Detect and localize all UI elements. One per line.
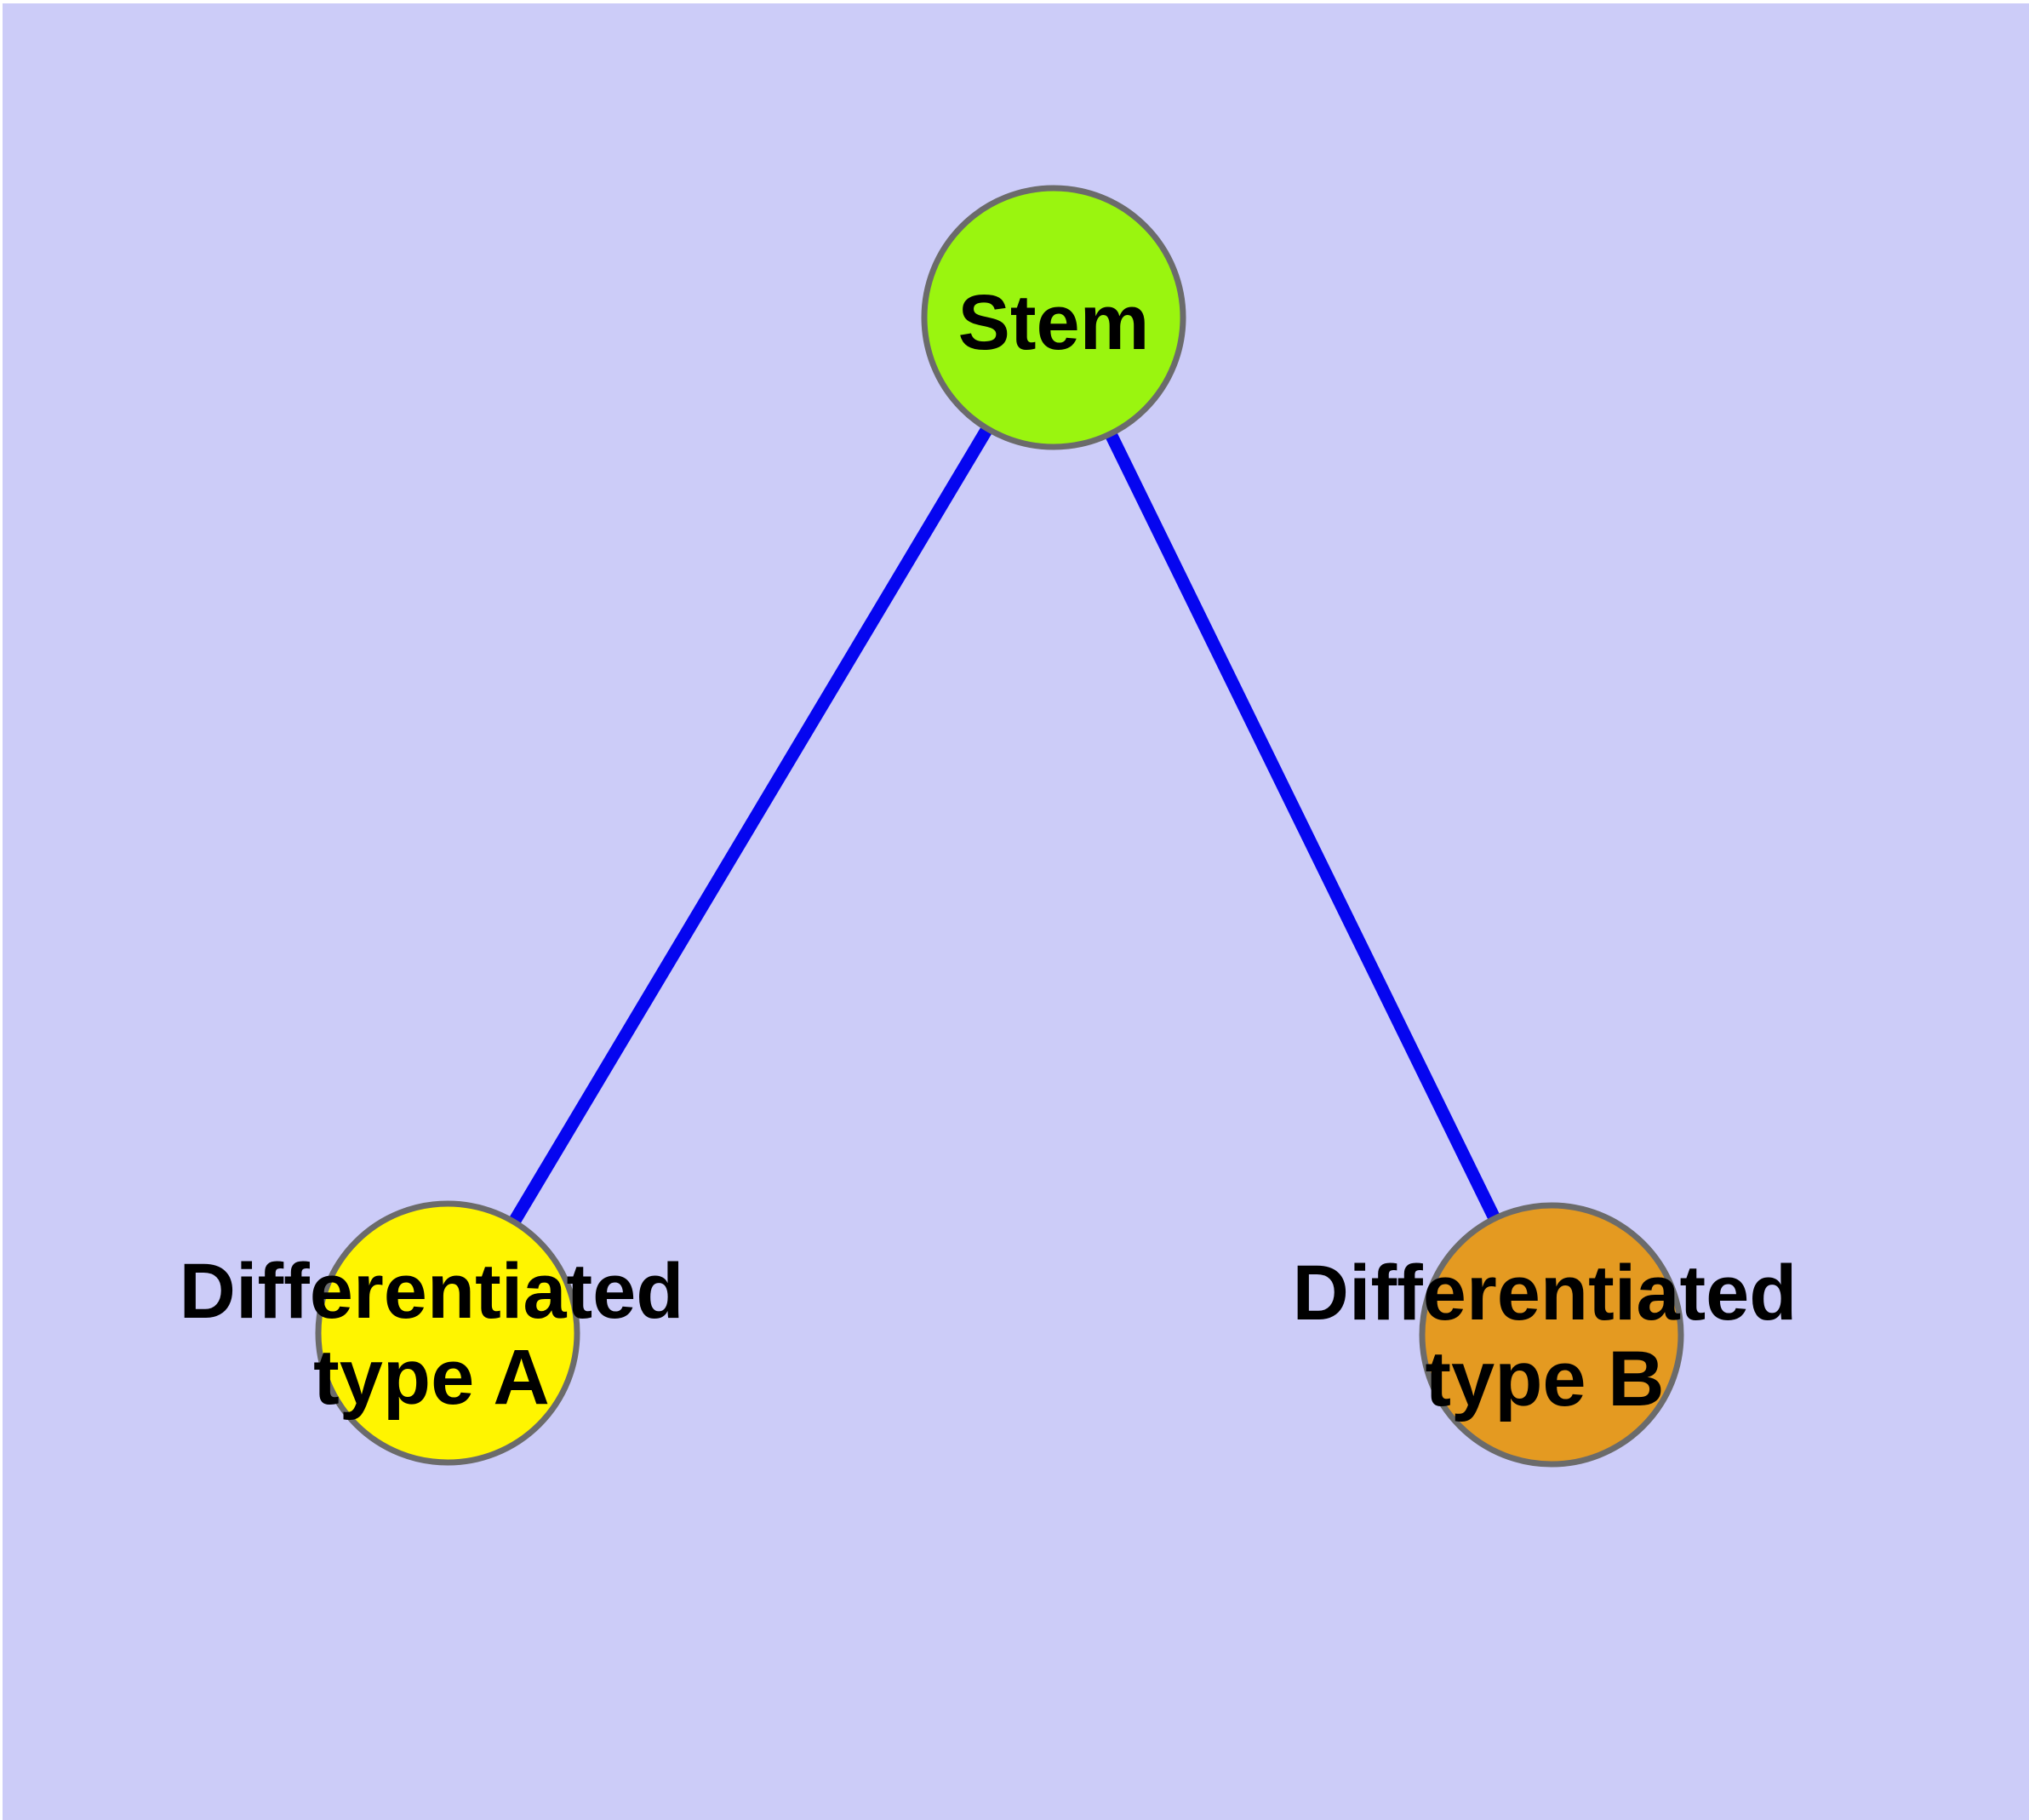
node-type-b-circle [1419,1202,1684,1468]
node-type-a-label-line2: type A [313,1334,550,1421]
node-stem-label: Stem [958,279,1150,366]
node-differentiated-type-a: Differentiated type A [180,1200,684,1466]
node-differentiated-type-b: Differentiated type B [1293,1202,1798,1468]
node-type-b-label-line1: Differentiated [1293,1250,1798,1336]
node-stem-circle [921,185,1186,450]
node-type-a-label-line1: Differentiated [180,1248,684,1335]
node-type-a-circle [315,1200,580,1466]
node-type-b-label-line2: type B [1425,1336,1664,1422]
edge-stem-to-type-b [1048,314,1557,1338]
node-stem: Stem [921,185,1186,450]
edge-stem-to-type-a [442,314,1060,1336]
